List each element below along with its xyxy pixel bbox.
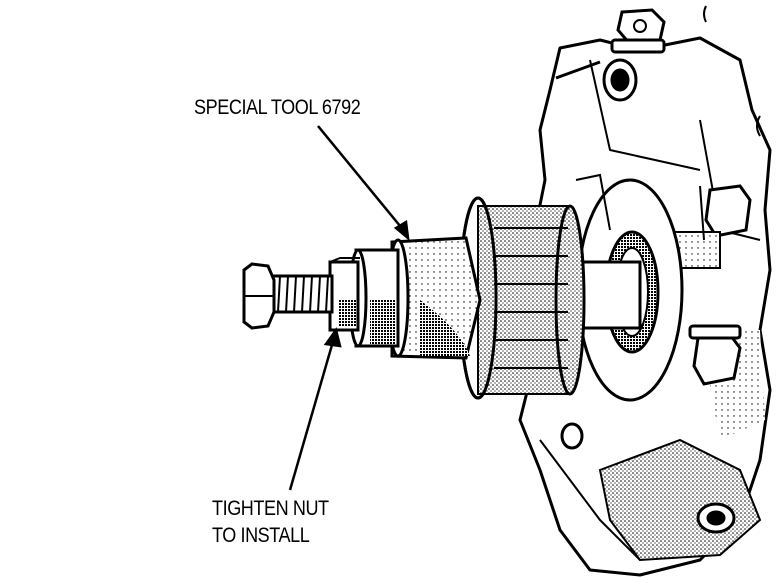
special-tool-body: [386, 236, 482, 360]
bolt-head: [242, 262, 276, 330]
leader-special-tool: [317, 125, 410, 241]
tighten-nut-label-line1: TIGHTEN NUT: [212, 497, 329, 520]
sprocket: [458, 196, 586, 400]
tighten-nut-label: TIGHTEN NUT TO INSTALL: [212, 495, 329, 549]
side-bolt-lower: [688, 324, 742, 386]
forcing-screw: [268, 274, 334, 314]
margin-marks: [703, 5, 761, 137]
special-tool-label: SPECIAL TOOL 6792: [194, 94, 361, 121]
leader-tighten-nut: [288, 327, 342, 491]
top-bolt: [610, 8, 666, 54]
special-tool-label-text: SPECIAL TOOL 6792: [194, 96, 361, 119]
tighten-nut-label-line2: TO INSTALL: [212, 524, 310, 547]
housing-boss: [560, 58, 736, 534]
nut: [328, 257, 360, 332]
